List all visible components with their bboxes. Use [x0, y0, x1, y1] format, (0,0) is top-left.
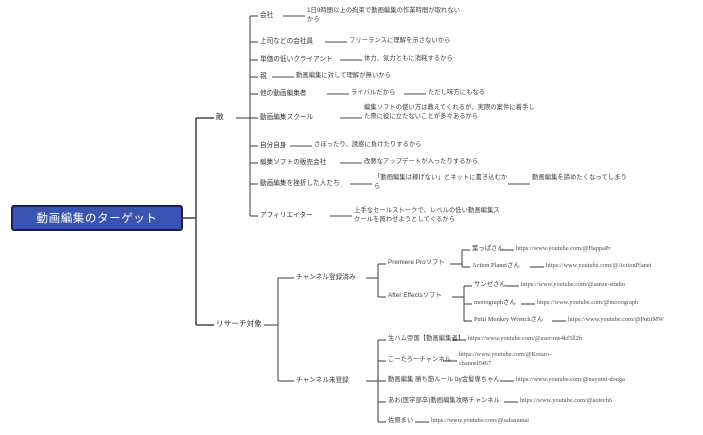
label: 生ハム帝国【動画編集者】 — [388, 335, 465, 342]
enemy-item-name[interactable]: 他の動画編集者 — [260, 89, 307, 98]
label: 動画編集を挫折した人たち — [260, 180, 340, 187]
enemy-item-reason[interactable]: 編集ソフトの使い方は教えてくれるが、実際の案件に着手した際に役に立たないことが多… — [364, 104, 536, 122]
software-group-label[interactable]: After Effectsソフト — [388, 292, 442, 301]
label: https://www.youtube.com/@mooograph — [537, 299, 639, 306]
enemy-item-name[interactable]: 動画編集を挫折した人たち — [260, 179, 340, 188]
enemy-item-reason[interactable]: 1日9時間以上の拘束で動画編集の作業時間が取れないから — [307, 7, 465, 25]
label: 動画編集 勝ち筋ルール by金髪専ちゃん — [388, 376, 500, 383]
label: ただし味方にもなる — [428, 89, 486, 96]
channel-url[interactable]: https://www.youtube.com/@nayumi-douga — [516, 376, 625, 385]
channel-url[interactable]: https://www.youtube.com/@ActionPlanet — [546, 262, 651, 271]
enemy-item-reason[interactable]: 「動画編集は稼げない」とネットに書き込むから — [374, 174, 510, 192]
enemy-item-reason[interactable]: 上手なセールストークで、レベルの低い動画編集スクールを買わせようとしてくるから — [354, 207, 502, 225]
channel-url[interactable]: https://www.youtube.com/@Kotaro-channel0… — [459, 351, 557, 369]
enemy-item-extra[interactable]: 動画編集を諦めたくなってしまう — [532, 174, 652, 183]
channel-name[interactable]: 葉っぱさん — [472, 245, 504, 254]
label: 動画編集に対して理解が無いから — [296, 72, 392, 79]
enemy-item-name[interactable]: 動画編集スクール — [260, 113, 313, 122]
channel-name[interactable]: こーたろーチャンネル — [388, 356, 451, 365]
label: 葉っぱさん — [472, 245, 504, 252]
branch-enemy-label: 敵 — [216, 112, 224, 121]
enemy-item-reason[interactable]: さぼったり、誘惑に負けたりするから — [314, 141, 422, 150]
label: https://www.youtube.com/@PuttiMW — [568, 316, 664, 323]
software-group-label[interactable]: Premiere Proソフト — [388, 259, 445, 268]
channel-url[interactable]: https://www.youtube.com/@aotech6 — [520, 397, 612, 406]
channel-name[interactable]: Putti Monkey Wrenchさん — [474, 316, 543, 325]
enemy-item-reason[interactable]: 改悪なアップデートが入ったりするから — [364, 158, 478, 167]
channel-name[interactable]: 生ハム帝国【動画編集者】 — [388, 335, 464, 344]
channel-url[interactable]: https://www.youtube.com/@saharamai — [431, 417, 529, 426]
channel-url[interactable]: https://www.youtube.com/@HappaPr — [516, 245, 611, 254]
branch-research[interactable]: リサーチ対象 — [216, 319, 262, 330]
label: 動画編集を諦めたくなってしまう — [532, 174, 627, 181]
research-subscribed-label[interactable]: チャンネル登録済み — [296, 273, 356, 282]
label: ライバルだから — [351, 89, 396, 96]
channel-name[interactable]: 佐原まい — [388, 417, 413, 426]
label: チャンネル未登録 — [296, 377, 349, 384]
label: 単価の低いクライアント — [260, 56, 333, 63]
enemy-item-reason[interactable]: フリーランスに理解を示さないから — [349, 37, 450, 46]
label: サンゼさん — [474, 281, 506, 288]
label: 上司などの会社員 — [260, 38, 314, 45]
label: 自分自身 — [260, 142, 287, 149]
branch-enemy[interactable]: 敵 — [216, 112, 224, 123]
label: 親 — [260, 73, 267, 80]
label: https://www.youtube.com/@Kotaro-channel0… — [459, 351, 552, 367]
enemy-item-name[interactable]: 会社 — [260, 11, 273, 20]
enemy-item-name[interactable]: 自分自身 — [260, 141, 287, 150]
channel-url[interactable]: https://www.youtube.com/@user-me4kf5ll2h — [468, 335, 582, 344]
label: mooographさん — [474, 299, 516, 306]
label: 動画編集スクール — [260, 114, 314, 121]
label: https://www.youtube.com/@HappaPr — [516, 245, 611, 252]
label: 会社 — [260, 12, 274, 19]
label: さぼったり、誘惑に負けたりするから — [314, 141, 422, 148]
channel-url[interactable]: https://www.youtube.com/@PuttiMW — [568, 316, 664, 325]
label: https://www.youtube.com/@sanze-studio — [521, 281, 626, 288]
label: https://www.youtube.com/@ActionPlanet — [546, 262, 652, 269]
root-node[interactable]: 動画編集のターゲット — [11, 205, 183, 231]
channel-name[interactable]: 動画編集 勝ち筋ルール by金髪専ちゃん — [388, 376, 500, 385]
label: Premiere Proソフト — [388, 259, 445, 266]
enemy-item-reason[interactable]: 動画編集に対して理解が無いから — [296, 72, 391, 81]
label: 他の動画編集者 — [260, 90, 307, 97]
label: Action Planetさん — [472, 262, 520, 269]
label: 1日9時間以上の拘束で動画編集の作業時間が取れないから — [307, 7, 461, 23]
channel-name[interactable]: サンゼさん — [474, 281, 506, 290]
enemy-item-reason[interactable]: ライバルだから — [351, 89, 395, 98]
label: 体力、気力ともに消耗するから — [364, 55, 453, 62]
channel-name[interactable]: あお(医学部卒)動画編集攻略チャンネル — [388, 397, 500, 406]
label: こーたろーチャンネル — [388, 356, 451, 363]
enemy-item-name[interactable]: 親 — [260, 72, 267, 81]
label: 「動画編集は稼げない」とネットに書き込むから — [374, 174, 508, 190]
label: 上手なセールストークで、レベルの低い動画編集スクールを買わせようとしてくるから — [354, 207, 500, 223]
label: アフィリエイター — [260, 212, 313, 219]
label: 佐原まい — [388, 417, 414, 424]
channel-url[interactable]: https://www.youtube.com/@mooograph — [537, 299, 638, 308]
label: https://www.youtube.com/@user-me4kf5ll2h — [468, 335, 583, 342]
label: https://www.youtube.com/@saharamai — [431, 417, 530, 424]
branch-research-label: リサーチ対象 — [216, 319, 262, 328]
enemy-item-extra[interactable]: ただし味方にもなる — [428, 89, 485, 98]
label: After Effectsソフト — [388, 292, 442, 299]
enemy-item-reason[interactable]: 体力、気力ともに消耗するから — [364, 55, 453, 64]
label: https://www.youtube.com/@aotech6 — [520, 397, 613, 404]
label: 改悪なアップデートが入ったりするから — [364, 158, 479, 165]
channel-name[interactable]: mooographさん — [474, 299, 516, 308]
research-unsubscribed-label[interactable]: チャンネル未登録 — [296, 376, 349, 385]
label: チャンネル登録済み — [296, 274, 356, 281]
channel-name[interactable]: Action Planetさん — [472, 262, 520, 271]
channel-url[interactable]: https://www.youtube.com/@sanze-studio — [521, 281, 625, 290]
label: フリーランスに理解を示さないから — [349, 37, 451, 44]
enemy-item-name[interactable]: 編集ソフトの販売会社 — [260, 158, 326, 167]
label: 編集ソフトの使い方は教えてくれるが、実際の案件に着手した際に役に立たないことが多… — [364, 104, 535, 120]
label: Putti Monkey Wrenchさん — [474, 316, 544, 323]
label: 編集ソフトの販売会社 — [260, 159, 327, 166]
label: あお(医学部卒)動画編集攻略チャンネル — [388, 397, 501, 404]
enemy-item-name[interactable]: 上司などの会社員 — [260, 37, 313, 46]
enemy-item-name[interactable]: アフィリエイター — [260, 211, 313, 220]
root-node-label: 動画編集のターゲット — [36, 213, 158, 225]
label: https://www.youtube.com/@nayumi-douga — [516, 376, 625, 383]
enemy-item-name[interactable]: 単価の低いクライアント — [260, 55, 333, 64]
